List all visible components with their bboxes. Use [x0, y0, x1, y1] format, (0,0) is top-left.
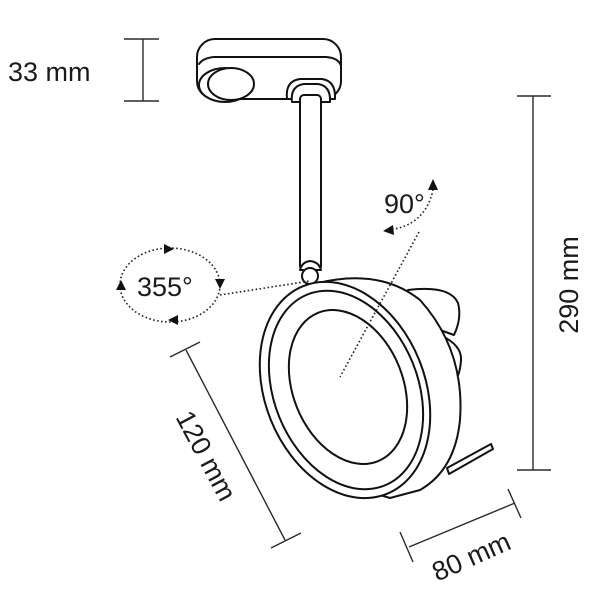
- total-height-label: 290 mm: [554, 236, 584, 334]
- arrow-left-icon: [168, 315, 178, 325]
- track-adapter: [196, 38, 342, 103]
- arrow-down-icon: [215, 279, 225, 289]
- total-height-dimension: 290 mm: [517, 95, 584, 471]
- arrow-right-icon: [164, 244, 174, 254]
- arrow-up-icon: [116, 280, 126, 290]
- arrow-up-icon: [428, 179, 438, 190]
- horizontal-rotation-indicator: 355°: [116, 244, 311, 325]
- horizontal-rotation-label: 355°: [137, 272, 193, 302]
- stem: [299, 94, 322, 285]
- tilt-rotation-indicator: 90°: [339, 179, 438, 378]
- head-diameter-label: 120 mm: [170, 406, 242, 506]
- arrow-left-icon: [383, 225, 394, 235]
- adapter-height-dimension: 33 mm: [8, 38, 159, 102]
- head-depth-label: 80 mm: [428, 526, 516, 587]
- tilt-rotation-label: 90°: [384, 189, 425, 219]
- adapter-height-label: 33 mm: [8, 57, 91, 87]
- lamp-head: [258, 277, 494, 500]
- head-depth-dimension: 80 mm: [399, 488, 522, 587]
